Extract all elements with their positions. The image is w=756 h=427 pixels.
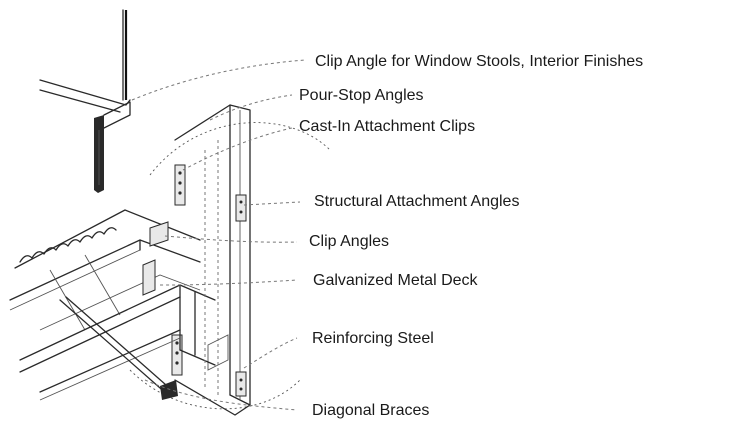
label-clip-angle-window-stools: Clip Angle for Window Stools, Interior F… bbox=[315, 53, 644, 70]
clip-angles bbox=[142, 221, 169, 296]
window-stool-clip-angle bbox=[94, 101, 131, 193]
precast-panel bbox=[174, 104, 251, 416]
detail-circle-top bbox=[149, 122, 331, 176]
label-galvanized-metal-deck: Galvanized Metal Deck bbox=[313, 272, 478, 289]
cast-in-attachment-clips bbox=[171, 164, 186, 376]
label-cast-in-attachment-clips: Cast-In Attachment Clips bbox=[299, 118, 476, 135]
reinforcing-steel bbox=[204, 140, 219, 395]
label-pour-stop-angles: Pour-Stop Angles bbox=[299, 87, 424, 104]
label-reinforcing-steel: Reinforcing Steel bbox=[312, 330, 434, 347]
metal-deck-slab bbox=[9, 209, 201, 331]
window-mullion bbox=[39, 9, 131, 113]
leader-lines bbox=[131, 59, 306, 411]
label-diagonal-braces: Diagonal Braces bbox=[312, 402, 430, 419]
detail-circle-bottom bbox=[129, 369, 301, 410]
diagonal-brace bbox=[59, 296, 178, 400]
label-structural-attachment-angles: Structural Attachment Angles bbox=[314, 193, 520, 210]
label-clip-angles: Clip Angles bbox=[309, 233, 390, 250]
